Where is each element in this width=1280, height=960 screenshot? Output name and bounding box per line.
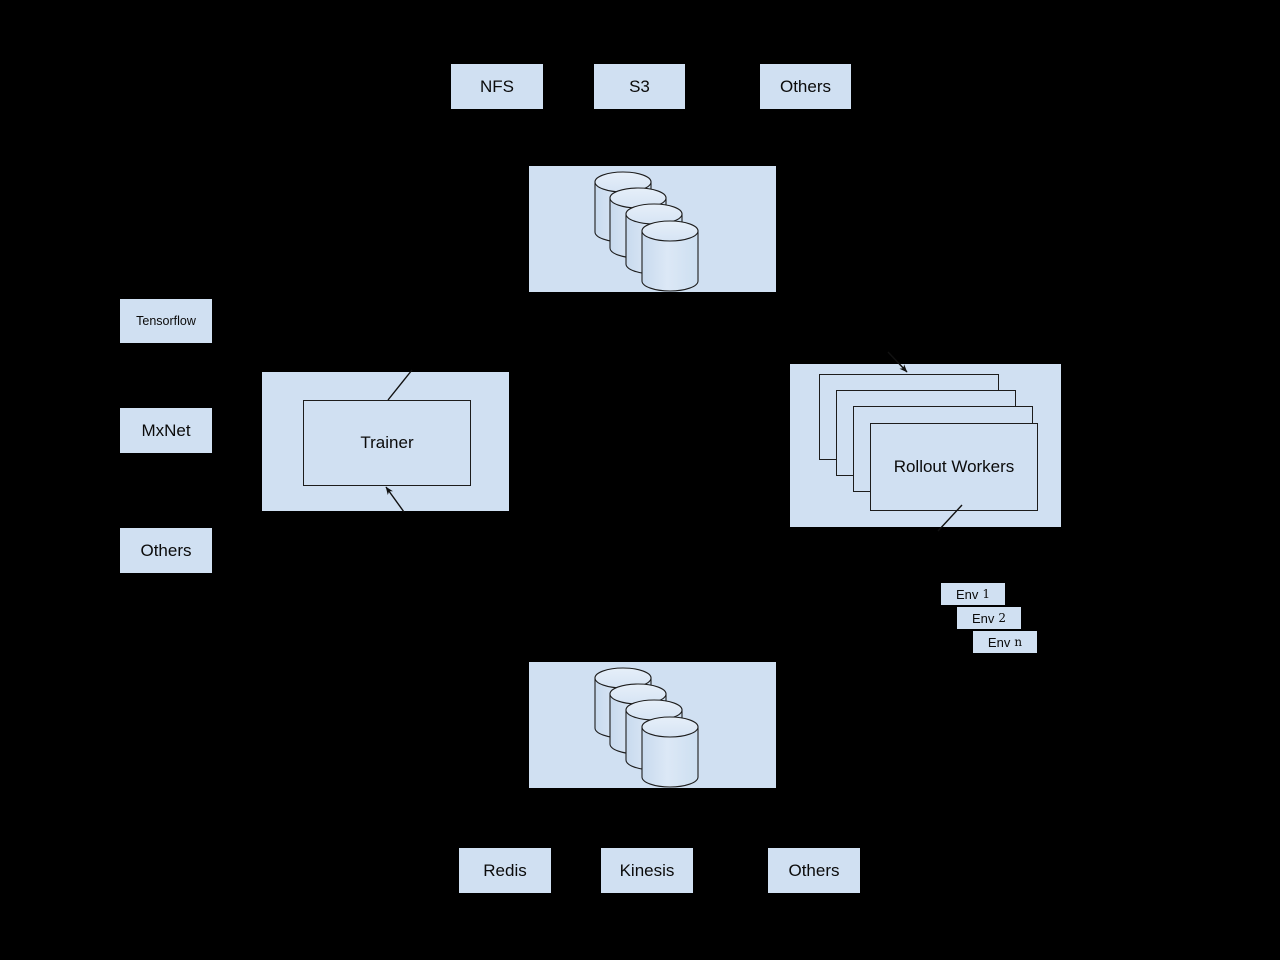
- framework-option-others[interactable]: Others: [120, 528, 212, 573]
- framework-option-mxnet[interactable]: MxNet: [120, 408, 212, 453]
- storage-option-label: NFS: [480, 77, 514, 96]
- env-box-1[interactable]: Env 1: [941, 583, 1005, 605]
- framework-option-tensorflow[interactable]: Tensorflow: [120, 299, 212, 343]
- framework-option-label: Others: [140, 541, 192, 560]
- queue-option-others-bottom[interactable]: Others: [768, 848, 860, 893]
- rollout-workers-label: Rollout Workers: [893, 457, 1015, 476]
- storage-option-nfs[interactable]: NFS: [451, 64, 543, 109]
- rollout-workers-box[interactable]: Rollout Workers: [870, 423, 1038, 511]
- env-index: 1: [982, 587, 991, 601]
- queue-option-label: Others: [788, 861, 840, 880]
- env-label: Env: [955, 586, 979, 602]
- storage-option-others-top[interactable]: Others: [760, 64, 851, 109]
- trainer-label: Trainer: [360, 433, 414, 452]
- env-box-2[interactable]: Env 2: [957, 607, 1021, 629]
- queue-option-kinesis[interactable]: Kinesis: [601, 848, 693, 893]
- datastore-bottom-panel: [529, 662, 776, 788]
- trainer-box[interactable]: Trainer: [303, 400, 471, 486]
- framework-option-label: Tensorflow: [136, 313, 196, 328]
- env-box-n[interactable]: Env n: [973, 631, 1037, 653]
- framework-option-label: MxNet: [141, 421, 191, 440]
- env-label: Env: [971, 610, 995, 626]
- storage-option-label: Others: [779, 77, 832, 96]
- queue-option-label: Redis: [483, 861, 527, 880]
- env-index: 2: [998, 611, 1007, 625]
- queue-option-label: Kinesis: [619, 861, 675, 880]
- env-index: n: [1014, 635, 1023, 649]
- datastore-top-panel: [529, 166, 776, 292]
- storage-option-s3[interactable]: S3: [594, 64, 685, 109]
- env-label: Env: [987, 634, 1011, 650]
- queue-option-redis[interactable]: Redis: [459, 848, 551, 893]
- storage-option-label: S3: [629, 77, 650, 96]
